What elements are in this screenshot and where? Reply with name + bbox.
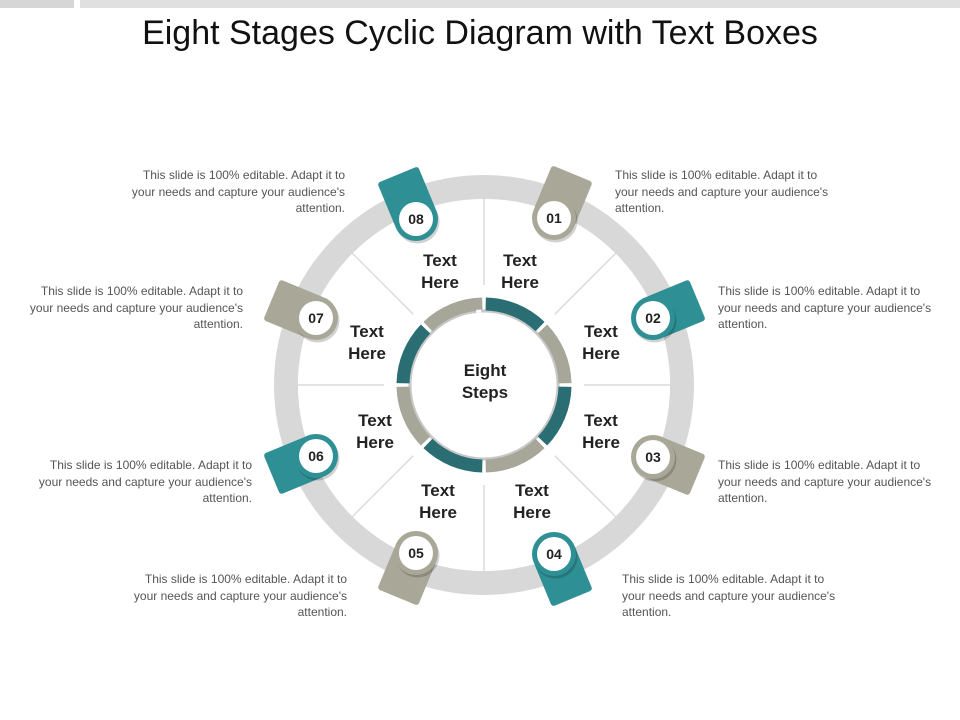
stage-badge-08	[399, 202, 433, 236]
segment-label-04-line1: Text	[515, 481, 549, 500]
segment-label-03-line1: Text	[584, 411, 618, 430]
description-01: This slide is 100% editable. Adapt it to…	[615, 168, 829, 215]
stage-marker-05: 05	[378, 531, 440, 605]
stage-badge-04	[537, 537, 571, 571]
stage-badge-06	[299, 439, 333, 473]
inner-ring-segment-6	[396, 386, 431, 446]
stage-marker-06: 06	[264, 434, 340, 494]
stage-badge-03	[636, 440, 670, 474]
segment-label-06-line2: Here	[356, 433, 394, 452]
inner-ring-segment-1	[485, 297, 545, 332]
stage-marker-07: 07	[264, 280, 340, 343]
segment-label-08-line1: Text	[423, 251, 457, 270]
segment-label-06: Text Here	[335, 410, 415, 454]
segment-label-06-line1: Text	[358, 411, 392, 430]
inner-ring-segment-8	[423, 297, 483, 332]
inner-ring-segment-4	[485, 438, 545, 473]
stage-number-02: 02	[645, 310, 661, 326]
stage-marker-03: 03	[631, 435, 705, 495]
description-04: This slide is 100% editable. Adapt it to…	[622, 572, 836, 619]
description-08: This slide is 100% editable. Adapt it to…	[131, 168, 345, 215]
description-07: This slide is 100% editable. Adapt it to…	[29, 284, 243, 331]
stage-badge-07	[299, 301, 333, 335]
segment-label-07-line2: Here	[348, 344, 386, 363]
center-label: Eight Steps	[435, 360, 535, 404]
stage-number-01: 01	[546, 210, 562, 226]
description-05: This slide is 100% editable. Adapt it to…	[133, 572, 347, 619]
segment-label-02-line2: Here	[582, 344, 620, 363]
description-03: This slide is 100% editable. Adapt it to…	[718, 458, 932, 505]
divider-line-2	[554, 252, 617, 315]
stage-number-07: 07	[308, 310, 324, 326]
divider-line-4	[554, 455, 617, 518]
top-strip-left	[0, 0, 74, 8]
stage-badge-02	[636, 301, 670, 335]
segment-label-01: Text Here	[480, 250, 560, 294]
description-06: This slide is 100% editable. Adapt it to…	[38, 458, 252, 505]
stage-number-06: 06	[308, 448, 324, 464]
segment-label-05-line2: Here	[419, 503, 457, 522]
segment-label-08: Text Here	[400, 250, 480, 294]
segment-label-08-line2: Here	[421, 273, 459, 292]
stage-badge-05	[399, 536, 433, 570]
segment-label-04: Text Here	[492, 480, 572, 524]
segment-label-05: Text Here	[398, 480, 478, 524]
segment-label-02: Text Here	[561, 321, 641, 365]
segment-label-03: Text Here	[561, 410, 641, 454]
segment-label-05-line1: Text	[421, 481, 455, 500]
page-title: Eight Stages Cyclic Diagram with Text Bo…	[142, 14, 818, 52]
segment-label-02-line1: Text	[584, 322, 618, 341]
stage-marker-02: 02	[631, 280, 705, 343]
stage-badge-01	[537, 201, 571, 235]
stage-marker-01: 01	[532, 166, 592, 243]
segment-label-03-line2: Here	[582, 433, 620, 452]
center-label-line2: Steps	[461, 383, 509, 402]
inner-ring-segment-5	[423, 438, 483, 473]
inner-ring-segment-2	[537, 324, 572, 384]
center-label-line1: Eight	[463, 361, 507, 380]
inner-thin-circle	[408, 309, 560, 461]
stage-marker-04: 04	[532, 532, 592, 606]
divider-line-6	[351, 455, 414, 518]
inner-ring-segment-7	[396, 324, 431, 384]
inner-ring-segment-3	[537, 386, 572, 446]
segment-label-07: Text Here	[327, 321, 407, 365]
stage-marker-08: 08	[378, 167, 440, 244]
stage-number-03: 03	[645, 449, 661, 465]
segment-label-07-line1: Text	[350, 322, 384, 341]
description-02: This slide is 100% editable. Adapt it to…	[718, 284, 932, 331]
segment-label-04-line2: Here	[513, 503, 551, 522]
segment-label-01-line2: Here	[501, 273, 539, 292]
top-decoration-strip	[0, 0, 960, 8]
stage-number-05: 05	[408, 545, 424, 561]
outer-ring	[274, 175, 694, 595]
stage-number-08: 08	[408, 211, 424, 227]
segment-label-01-line1: Text	[503, 251, 537, 270]
top-strip-right	[80, 0, 960, 8]
stage-number-04: 04	[546, 546, 562, 562]
divider-line-8	[351, 252, 414, 315]
